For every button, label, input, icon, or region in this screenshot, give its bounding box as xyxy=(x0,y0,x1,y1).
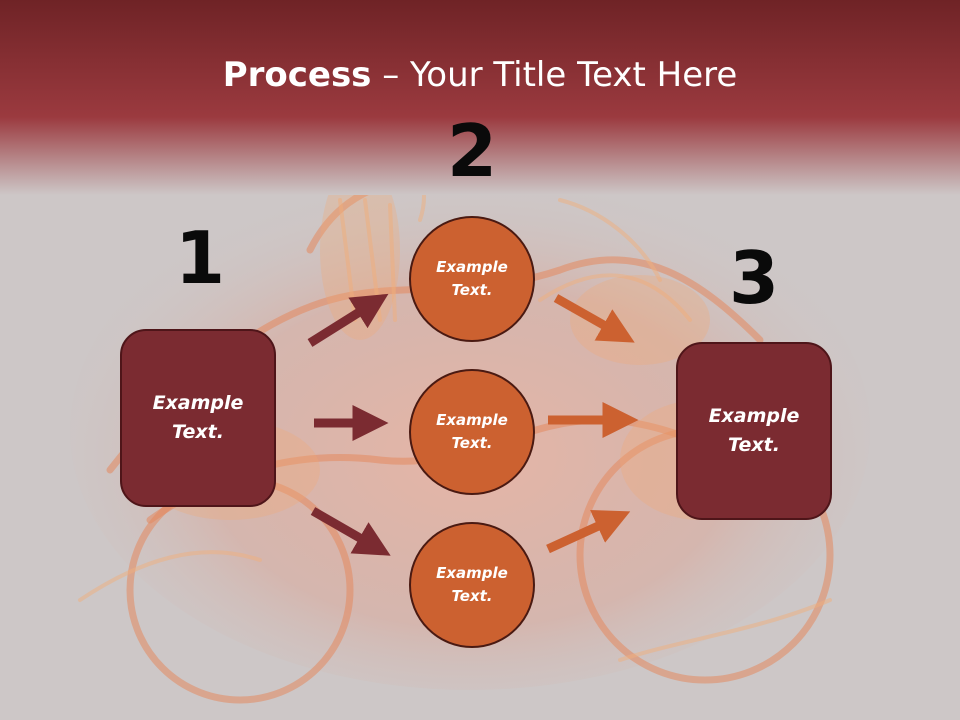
step-number-2: 2 xyxy=(446,109,498,193)
arrow-top-to-3 xyxy=(553,294,635,343)
step-1-box: Example Text. xyxy=(120,329,276,507)
page-title: Process – Your Title Text Here xyxy=(0,53,960,97)
arrow-1-to-top xyxy=(307,293,389,347)
step-2-circle-bottom: Example Text. xyxy=(409,522,535,648)
page-title-bold: Process xyxy=(222,55,372,95)
step-number-3: 3 xyxy=(728,236,780,320)
page-title-rest: – Your Title Text Here xyxy=(371,55,738,95)
step-2-circle-middle: Example Text. xyxy=(409,369,535,495)
step-3-box: Example Text. xyxy=(676,342,832,520)
step-number-1: 1 xyxy=(174,216,226,300)
step-2-circle-top: Example Text. xyxy=(409,216,535,342)
arrow-bottom-to-3 xyxy=(546,509,631,554)
arrow-1-to-bottom xyxy=(310,507,391,556)
